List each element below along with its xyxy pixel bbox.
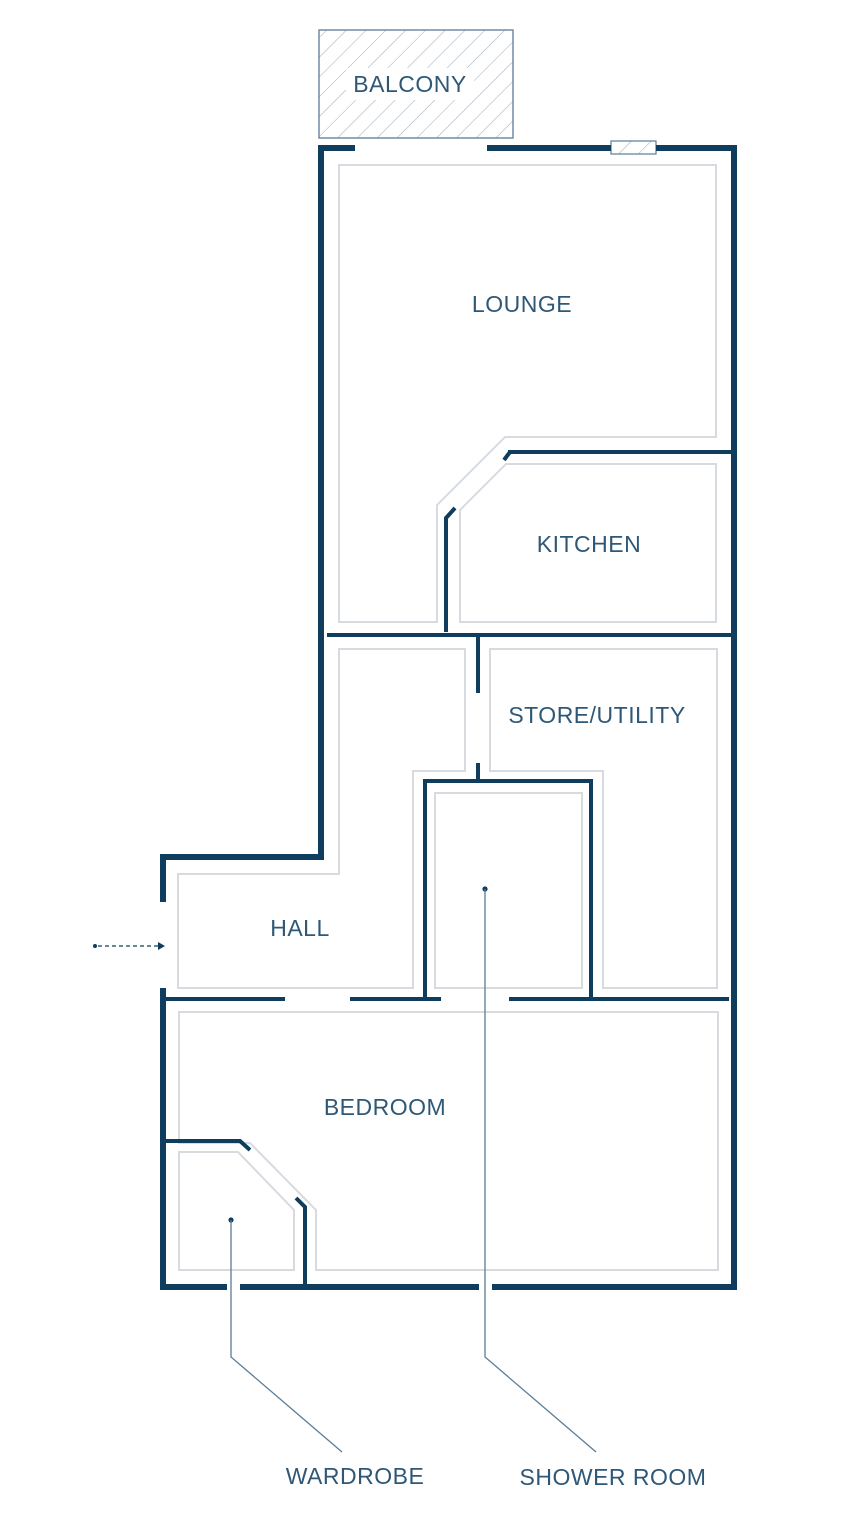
balcony: BALCONY — [318, 29, 514, 139]
wardrobe-leader — [228, 1217, 343, 1453]
bedroom-label: BEDROOM — [324, 1094, 446, 1120]
window-hatch-icon — [610, 140, 657, 155]
hall-label: HALL — [270, 915, 330, 941]
lounge-label: LOUNGE — [472, 291, 572, 317]
balcony-label: BALCONY — [353, 71, 466, 97]
internal-walls — [165, 450, 734, 1285]
wardrobe-label: WARDROBE — [286, 1463, 425, 1489]
entrance-arrow-icon — [93, 942, 165, 950]
store-utility-label: STORE/UTILITY — [508, 702, 685, 728]
shower-room-label: SHOWER ROOM — [520, 1464, 707, 1490]
walls — [160, 145, 737, 1290]
kitchen-label: KITCHEN — [537, 531, 641, 557]
shower-room-leader — [482, 886, 597, 1453]
